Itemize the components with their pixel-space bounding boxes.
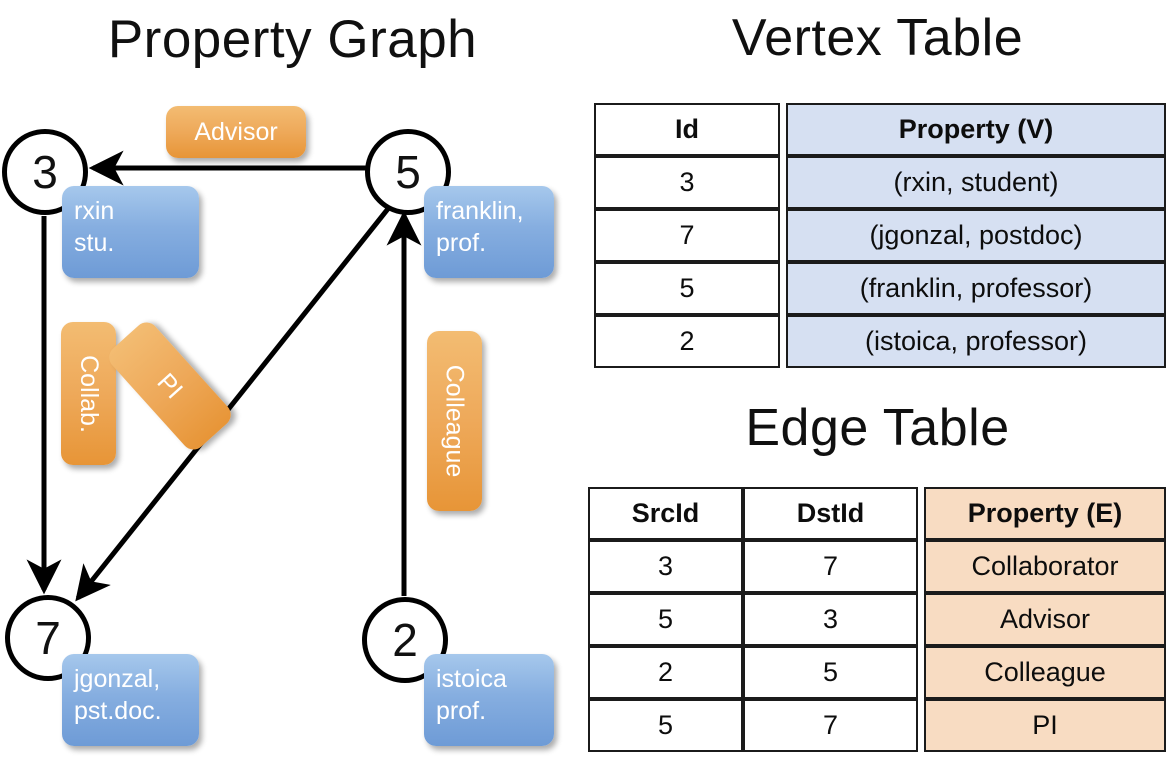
edge-label-box-colleague[interactable]: Colleague [427,331,482,511]
edge-cell-src: 2 [588,646,743,699]
edge-cell-src: 5 [588,593,743,646]
vertex-cell-id: 3 [594,156,780,209]
edge-cell-property: Collaborator [924,540,1166,593]
table-row[interactable]: 5 3 Advisor [588,593,1166,646]
table-row[interactable]: 2 5 Colleague [588,646,1166,699]
edge-table-header-dstid: DstId [743,487,918,540]
edge-label-box-advisor[interactable]: Advisor [166,106,306,158]
vertex-cell-property: (jgonzal, postdoc) [786,209,1166,262]
node-property-rxin-line2: stu. [74,229,115,257]
node-property-istoica-line2: prof. [436,697,487,725]
edge-cell-dst: 7 [743,540,918,593]
vertex-cell-property: (rxin, student) [786,156,1166,209]
node-property-jgonzal-line1: jgonzal, [74,665,161,693]
graph-edge-lines [26,150,422,602]
table-row[interactable]: 3 (rxin, student) [594,156,1166,209]
table-row[interactable]: 3 7 Collaborator [588,540,1166,593]
edge-label-colleague: Colleague [440,364,469,478]
vertex-cell-property: (istoica, professor) [786,315,1166,368]
page-title-property-graph: Property Graph [107,10,478,69]
table-row[interactable]: 5 (franklin, professor) [594,262,1166,315]
page-title-vertex-table: Vertex Table [731,9,1024,67]
node-property-box-istoica[interactable]: istoica prof. [424,654,554,746]
graph-node-3-label: 3 [32,146,58,198]
vertex-table-header-row: Id Property (V) [594,103,1166,156]
table-row[interactable]: 2 (istoica, professor) [594,315,1166,368]
property-graph-diagram: 3 5 7 2 rxin stu. franklin, prof. jgonza… [2,106,554,746]
vertex-cell-id: 7 [594,209,780,262]
edge-table-header-srcid: SrcId [588,487,743,540]
graph-node-2[interactable]: 2 [362,597,448,683]
node-property-rxin-line1: rxin [74,197,115,225]
node-property-box-rxin[interactable]: rxin stu. [62,186,199,278]
vertex-cell-property: (franklin, professor) [786,262,1166,315]
node-property-franklin-line2: prof. [436,229,487,257]
edge-table: SrcId DstId Property (E) 3 7 Collaborato… [588,487,1166,752]
edge-label-collab: Collab. [74,354,103,433]
edge-cell-dst: 3 [743,593,918,646]
edge-cell-src: 5 [588,699,743,752]
edge-cell-src: 3 [588,540,743,593]
vertex-table: Id Property (V) 3 (rxin, student) 7 (jgo… [594,103,1166,368]
vertex-cell-id: 5 [594,262,780,315]
edge-cell-dst: 7 [743,699,918,752]
edge-cell-property: Colleague [924,646,1166,699]
table-row[interactable]: 5 7 PI [588,699,1166,752]
vertex-table-header-property: Property (V) [786,103,1166,156]
node-property-istoica-line1: istoica [436,665,507,693]
vertex-cell-id: 2 [594,315,780,368]
edge-cell-property: Advisor [924,593,1166,646]
graph-node-5-label: 5 [395,146,421,198]
node-property-franklin-line1: franklin, [436,197,524,225]
edge-cell-property: PI [924,699,1166,752]
edge-table-header-property: Property (E) [924,487,1166,540]
edge-cell-dst: 5 [743,646,918,699]
graph-node-2-label: 2 [392,614,418,666]
node-property-box-franklin[interactable]: franklin, prof. [424,186,554,278]
edge-table-header-row: SrcId DstId Property (E) [588,487,1166,540]
edge-label-box-collab[interactable]: Collab. [61,322,116,465]
edge-line-pi [75,203,393,602]
node-property-box-jgonzal[interactable]: jgonzal, pst.doc. [62,654,199,746]
graph-node-7-label: 7 [35,612,61,664]
edge-label-pi: PI [151,367,189,405]
table-row[interactable]: 7 (jgonzal, postdoc) [594,209,1166,262]
page-title-edge-table: Edge Table [745,399,1010,457]
vertex-table-header-id: Id [594,103,780,156]
node-property-jgonzal-line2: pst.doc. [74,697,162,725]
edge-label-advisor: Advisor [194,118,278,146]
